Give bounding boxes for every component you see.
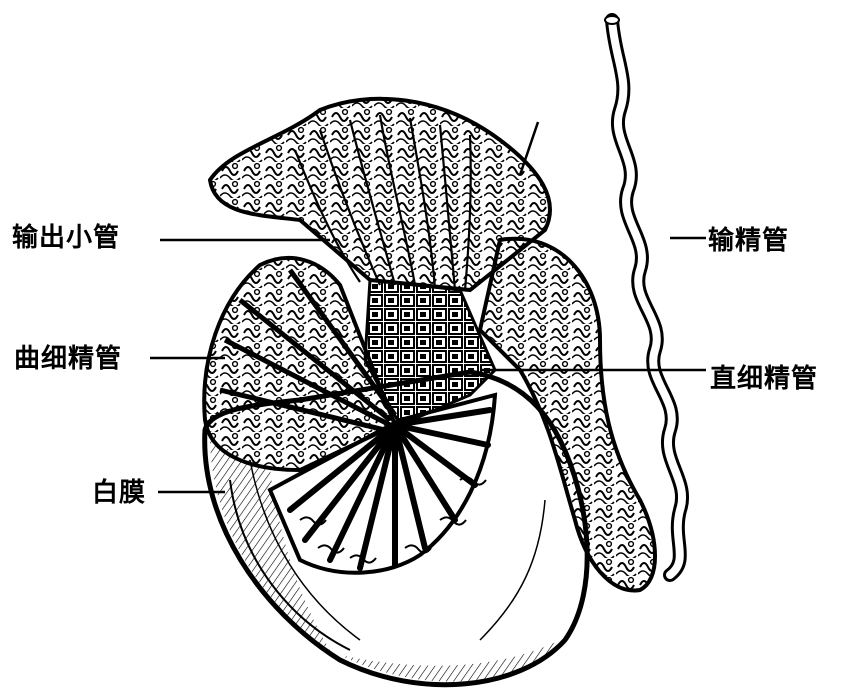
label-tunica-albuginea: 白膜 <box>92 478 146 508</box>
label-efferent-ductules: 输出小管 <box>12 223 120 253</box>
label-seminiferous-tubules: 曲细精管 <box>14 344 122 374</box>
label-tubuli-recti: 直细精管 <box>710 364 818 394</box>
label-vas-deferens: 输精管 <box>708 226 789 256</box>
